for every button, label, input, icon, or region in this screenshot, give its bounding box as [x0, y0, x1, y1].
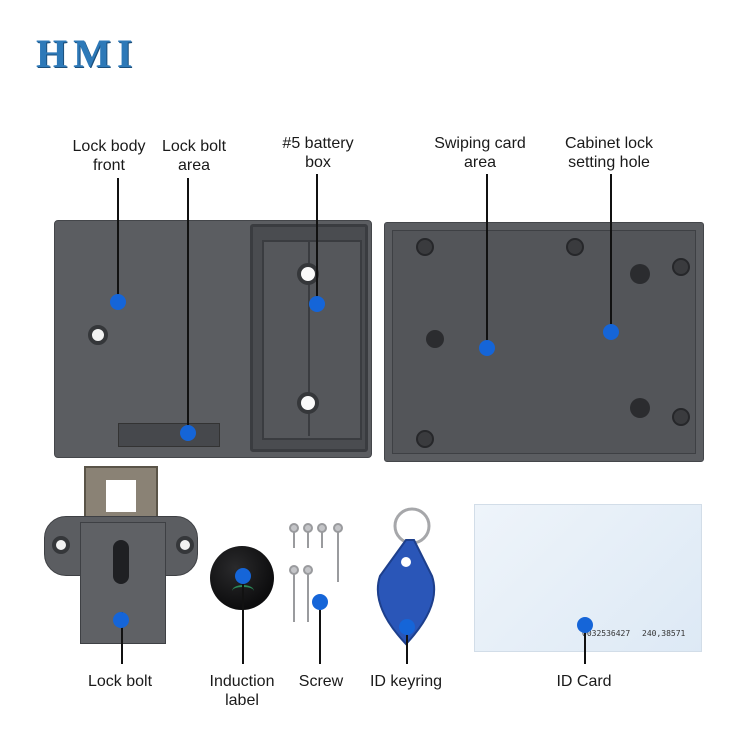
label-id-keyring: ID keyring: [369, 673, 443, 690]
leader-id-card: [584, 628, 586, 664]
screw-icon: [289, 565, 299, 622]
battery-hole-bottom: [297, 392, 319, 414]
label-lock-bolt-area: Lock bolt area: [161, 138, 227, 174]
corner-screw-tl: [416, 238, 434, 256]
card-number-left: 0032536427: [582, 629, 631, 638]
setting-hole-1: [630, 264, 650, 284]
marker-lock-body-front: [110, 294, 126, 310]
flange-hole-left: [52, 536, 70, 554]
label-swiping-card-area: Swiping card area: [434, 135, 526, 171]
leader-lock-bolt-area: [187, 178, 189, 432]
label-induction-label: Induction label: [209, 673, 275, 709]
corner-screw-bl: [416, 430, 434, 448]
flange-hole-right: [176, 536, 194, 554]
card-number-right: 240,38571: [642, 629, 686, 638]
corner-screw-r2: [672, 408, 690, 426]
marker-id-card: [577, 617, 593, 633]
marker-lock-bolt-area: [180, 425, 196, 441]
leader-battery-box: [316, 174, 318, 304]
screw-icon: [303, 523, 313, 548]
leader-lock-bolt: [121, 612, 123, 664]
leader-cabinet-lock-hole: [610, 174, 612, 332]
marker-induction-label: [235, 568, 251, 584]
embossed-serial: [380, 300, 420, 390]
marker-lock-bolt: [113, 612, 129, 628]
label-lock-bolt: Lock bolt: [87, 673, 153, 690]
label-screw: Screw: [298, 673, 344, 690]
lock-bolt-tongue-slot: [106, 480, 136, 512]
corner-screw-r1: [672, 258, 690, 276]
marker-cabinet-lock-hole: [603, 324, 619, 340]
corner-screw-tr: [566, 238, 584, 256]
marker-battery-box: [309, 296, 325, 312]
screw-icon: [303, 565, 313, 622]
marker-swiping-card-area: [479, 340, 495, 356]
screws-group: [289, 523, 343, 622]
label-battery-box: #5 battery box: [282, 135, 354, 171]
lock-bolt-slot-hole: [113, 540, 129, 584]
screw-icon: [317, 523, 327, 548]
leader-lock-body-front: [117, 178, 119, 302]
label-id-card: ID Card: [556, 673, 612, 690]
screw-icon: [289, 523, 299, 548]
label-cabinet-lock-setting-hole: Cabinet lock setting hole: [564, 135, 654, 171]
battery-divider: [308, 240, 310, 436]
leader-screw: [319, 604, 321, 664]
leader-swiping-card-area: [486, 174, 488, 348]
leader-induction-label: [242, 578, 244, 664]
label-lock-body-front: Lock body front: [72, 138, 146, 174]
lock-bolt-slot: [118, 423, 220, 447]
mounting-hole: [88, 325, 108, 345]
screw-icon: [333, 523, 343, 582]
setting-hole-2: [630, 398, 650, 418]
marker-id-keyring: [399, 619, 415, 635]
leader-id-keyring: [406, 620, 408, 664]
marker-screw: [312, 594, 328, 610]
brand-logo: HMI: [36, 31, 139, 76]
setting-hole-3: [426, 330, 444, 348]
